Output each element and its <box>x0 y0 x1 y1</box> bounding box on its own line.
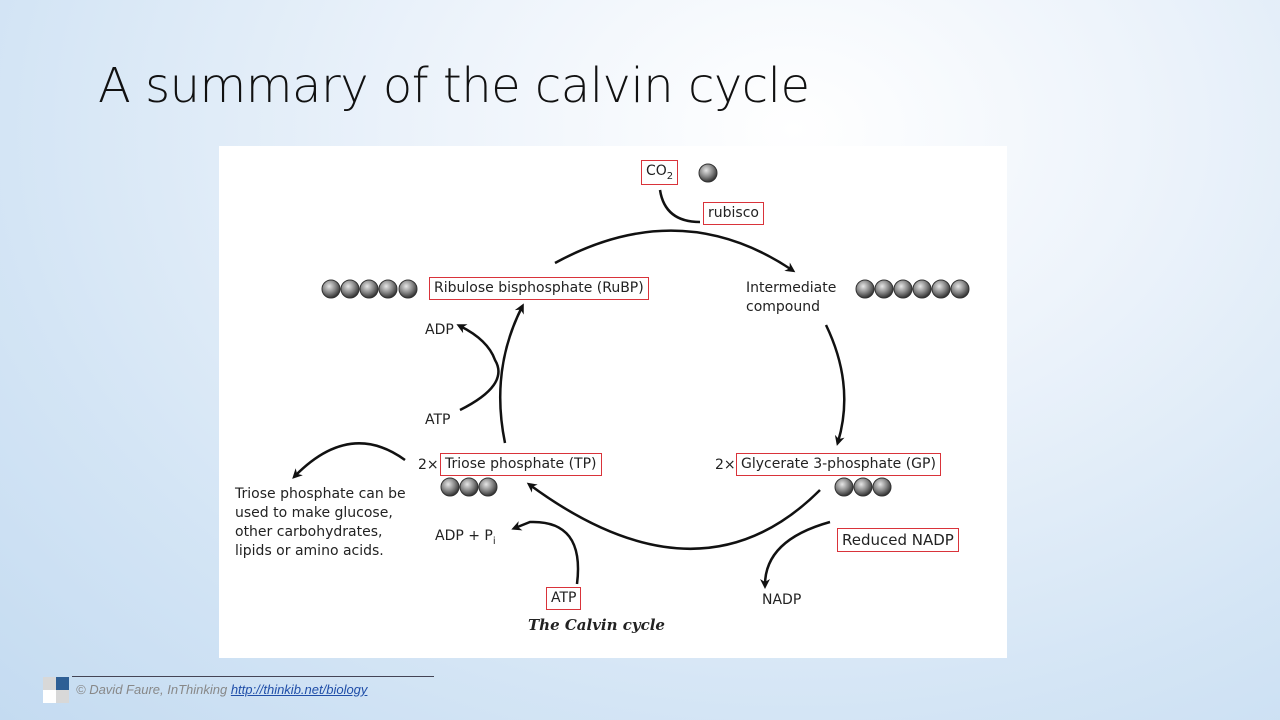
footer-link[interactable]: http://thinkib.net/biology <box>230 682 368 697</box>
arrow-gp-to-tp <box>526 482 821 550</box>
tp-prefix: 2× <box>418 457 439 473</box>
atp-label: ATP <box>425 412 451 428</box>
co2-label: CO2 <box>641 160 679 186</box>
reduced-nadp-label: Reduced NADP <box>837 528 959 553</box>
footer-credit: © David Faure, InThinking http://thinkib… <box>76 682 367 697</box>
adp-label: ADP <box>425 322 454 338</box>
gp-label: Glycerate 3-phosphate (GP) <box>736 453 941 476</box>
arrow-tp-to-rubp <box>498 303 524 444</box>
rubisco-label: rubisco <box>703 202 764 225</box>
logo-square <box>43 677 56 690</box>
arrow-co2-in <box>658 189 701 224</box>
arrow-atp-adp-top <box>456 324 500 412</box>
gp-prefix: 2× <box>715 457 736 473</box>
atp-bottom-label: ATP <box>546 587 582 610</box>
nadp-label: NADP <box>762 592 802 608</box>
slide-title: A summary of the calvin cycle <box>98 58 810 114</box>
logo-square <box>43 690 56 703</box>
adp-pi-label: ADP + Pi <box>435 528 496 547</box>
logo-square <box>56 677 69 690</box>
arrow-nadp <box>760 520 831 589</box>
calvin-cycle-diagram <box>219 146 1007 658</box>
arrow-intermediate-to-gp <box>824 324 846 446</box>
arrow-rubp-to-intermediate <box>554 229 796 273</box>
tp-label: Triose phosphate (TP) <box>440 453 602 476</box>
arrow-tp-out <box>292 442 406 479</box>
footer-divider <box>72 676 434 677</box>
diagram-caption: The Calvin cycle <box>528 616 665 634</box>
arrow-atp-adp-bottom <box>511 520 580 585</box>
rubp-label: Ribulose bisphosphate (RuBP) <box>429 277 649 300</box>
logo-square <box>56 690 69 703</box>
credit-text: © David Faure, InThinking <box>76 682 231 697</box>
carbon-atoms <box>321 163 970 497</box>
